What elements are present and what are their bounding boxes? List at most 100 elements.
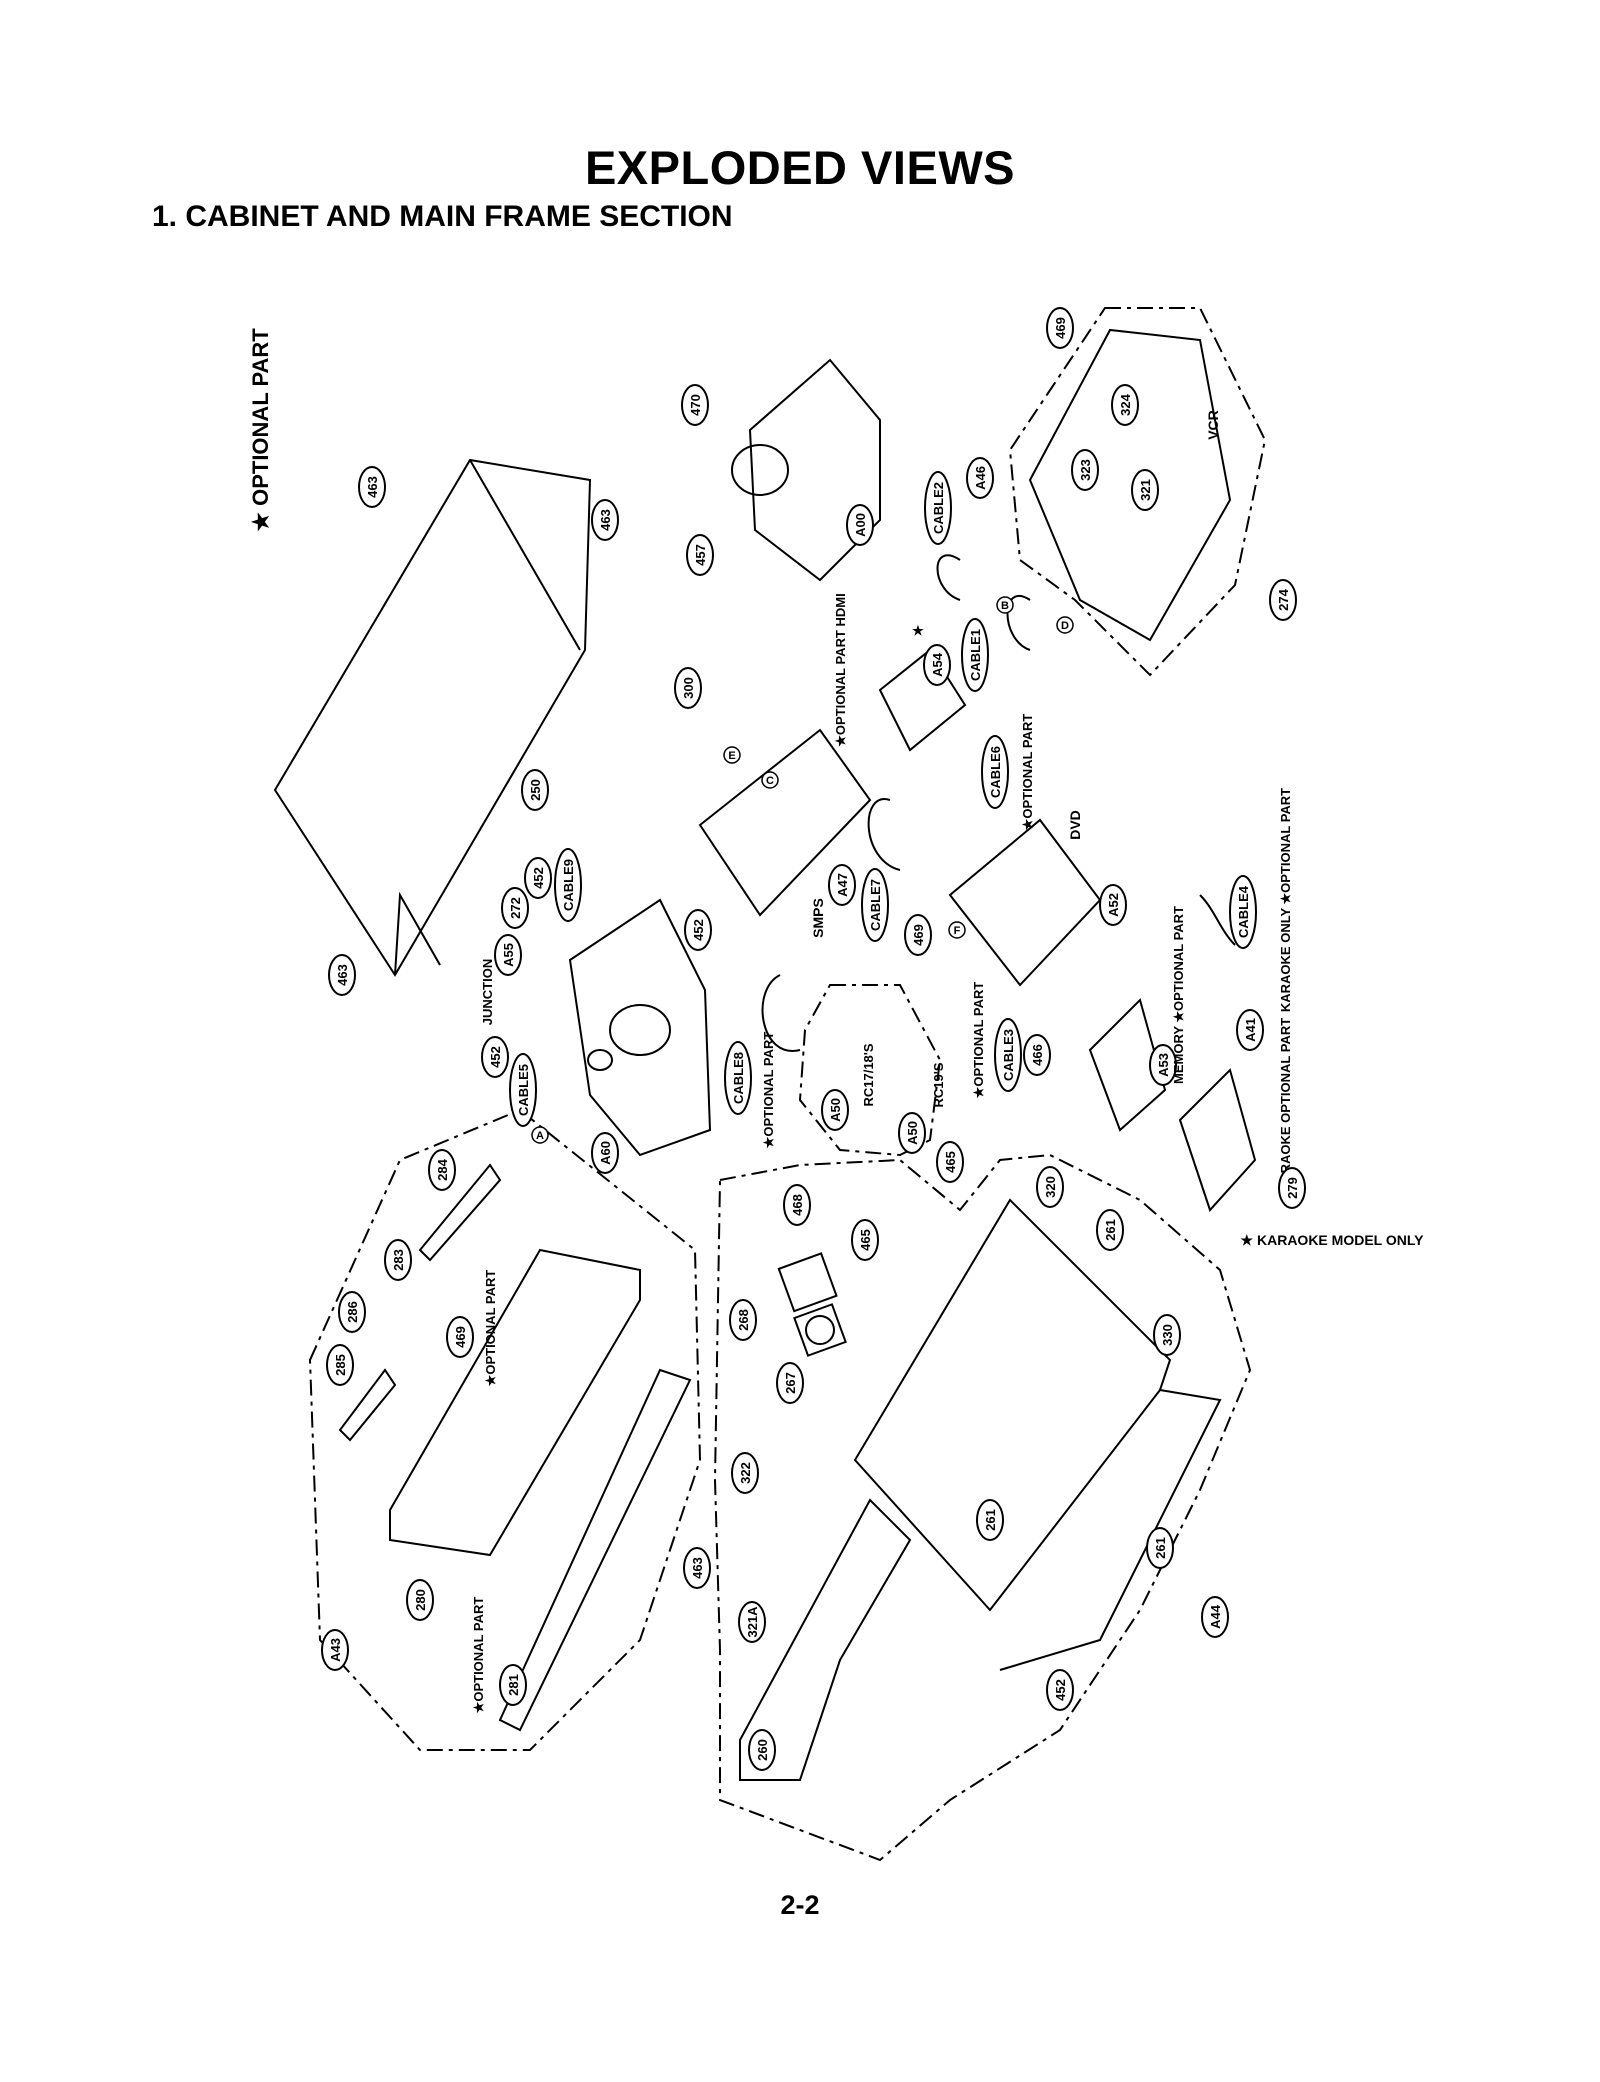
svg-text:465: 465 <box>858 1229 873 1251</box>
callout: 283 <box>384 1239 412 1281</box>
svg-text:C: C <box>766 775 774 787</box>
svg-text:CABLE2: CABLE2 <box>931 482 946 534</box>
callout: A00 <box>846 504 874 546</box>
callout: 267 <box>776 1362 804 1404</box>
fan <box>793 1303 847 1357</box>
svg-text:280: 280 <box>413 1589 428 1611</box>
diagram-shape <box>609 1004 671 1056</box>
svg-text:CABLE6: CABLE6 <box>988 746 1003 798</box>
svg-text:274: 274 <box>1276 588 1291 610</box>
top-cover-side <box>394 891 441 976</box>
callout: 324 <box>1111 384 1139 426</box>
callout: 457 <box>686 534 714 576</box>
svg-text:RC17/18'S: RC17/18'S <box>861 1043 876 1106</box>
diagram-shape <box>591 1132 619 1174</box>
front-part-285 <box>338 1368 397 1442</box>
diagram-shape <box>446 1316 474 1358</box>
callout: ★ KARAOKE MODEL ONLY <box>1241 1232 1425 1248</box>
diagram-shape <box>1071 449 1099 491</box>
svg-text:★OPTIONAL PART: ★OPTIONAL PART <box>471 1597 486 1714</box>
callout: A41 <box>1236 1009 1264 1051</box>
callout: CABLE8 <box>724 1041 752 1115</box>
diagram-shape <box>821 1089 849 1131</box>
svg-text:D: D <box>1061 620 1069 632</box>
diagram-shape <box>851 1219 879 1261</box>
diagram-shape <box>531 1126 549 1144</box>
callout: 463 <box>683 1547 711 1589</box>
svg-text:★: ★ <box>912 623 924 638</box>
callout: 321 <box>1131 469 1159 511</box>
diagram-shape <box>1269 579 1297 621</box>
svg-text:CABLE8: CABLE8 <box>731 1052 746 1104</box>
callout: 300 <box>674 667 702 709</box>
diagram-shape <box>501 887 529 929</box>
vcr-board <box>1028 328 1232 642</box>
svg-text:A00: A00 <box>853 513 868 537</box>
svg-text:SMPS: SMPS <box>810 898 826 938</box>
svg-text:★OPTIONAL PART: ★OPTIONAL PART <box>1020 714 1035 831</box>
callout: CABLE6 <box>981 735 1009 809</box>
svg-text:261: 261 <box>1153 1537 1168 1559</box>
svg-text:CABLE3: CABLE3 <box>1001 1029 1016 1081</box>
svg-text:300: 300 <box>681 677 696 699</box>
callout: 469 <box>904 914 932 956</box>
diagram-shape <box>524 857 552 899</box>
diagram-shape <box>509 1053 537 1127</box>
front-bracket-283 <box>418 1163 502 1262</box>
callout: F <box>948 921 966 939</box>
callout: 285 <box>326 1344 354 1386</box>
svg-text:268: 268 <box>736 1309 751 1331</box>
callout: 250 <box>521 769 549 811</box>
svg-text:A46: A46 <box>973 466 988 490</box>
callout: 323 <box>1071 449 1099 491</box>
callout: 320 <box>1036 1166 1064 1208</box>
svg-text:DVD: DVD <box>1067 810 1083 840</box>
diagram-shape <box>521 769 549 811</box>
svg-text:457: 457 <box>693 544 708 566</box>
svg-text:KARAOKE OPTIONAL PART: KARAOKE OPTIONAL PART <box>1278 1018 1293 1192</box>
svg-text:CABLE7: CABLE7 <box>868 879 883 931</box>
memory-board <box>1088 998 1167 1132</box>
callout: ★OPTIONAL PART <box>971 982 986 1099</box>
diagram-shape <box>731 1452 759 1494</box>
callout: CABLE7 <box>861 868 889 942</box>
diagram-shape <box>923 644 951 686</box>
page-title: EXPLODED VIEWS <box>584 141 1016 194</box>
diagram-shape <box>723 746 741 764</box>
cable1-curve <box>1006 595 1031 651</box>
svg-text:469: 469 <box>453 1326 468 1348</box>
diagram-shape <box>1153 1314 1181 1356</box>
svg-text:RC19'S: RC19'S <box>931 1062 946 1107</box>
callout: 452 <box>524 857 552 899</box>
callout-labels: 469 470 457 A00 324 323 321 VCR A46 CABL… <box>321 307 1425 1771</box>
callout: A50 <box>821 1089 849 1131</box>
diagram-shape <box>828 864 856 906</box>
svg-text:★OPTIONAL PART: ★OPTIONAL PART <box>971 982 986 1099</box>
callout: A53 <box>1149 1044 1177 1086</box>
diagram-shape <box>976 1499 1004 1541</box>
callout: 330 <box>1153 1314 1181 1356</box>
svg-text:465: 465 <box>943 1151 958 1173</box>
svg-text:B: B <box>1001 600 1009 612</box>
callout: E <box>723 746 741 764</box>
callout: 260 <box>748 1729 776 1771</box>
svg-text:A55: A55 <box>501 943 516 967</box>
optional-part-legend: ★ OPTIONAL PART <box>248 328 273 532</box>
cable2-curve <box>936 554 961 601</box>
diagram-shape <box>996 596 1014 614</box>
svg-text:466: 466 <box>1030 1044 1045 1066</box>
diagram-shape <box>683 1547 711 1589</box>
svg-text:283: 283 <box>391 1249 406 1271</box>
callout: KARAOKE OPTIONAL PART <box>1278 1018 1293 1192</box>
svg-text:★ KARAOKE MODEL ONLY: ★ KARAOKE MODEL ONLY <box>1241 1232 1425 1248</box>
main-frame-outline <box>713 1153 1252 1862</box>
svg-text:A41: A41 <box>1243 1018 1258 1042</box>
diagram-shape <box>1278 1167 1306 1209</box>
diagram-shape <box>783 1184 811 1226</box>
callout: A54 <box>923 644 951 686</box>
svg-text:469: 469 <box>911 924 926 946</box>
diagram-shape <box>494 934 522 976</box>
diagram-shape <box>1046 1669 1074 1711</box>
svg-text:KARAOKE ONLY ★OPTIONAL PART: KARAOKE ONLY ★OPTIONAL PART <box>1278 788 1293 1012</box>
svg-text:A47: A47 <box>835 873 850 897</box>
